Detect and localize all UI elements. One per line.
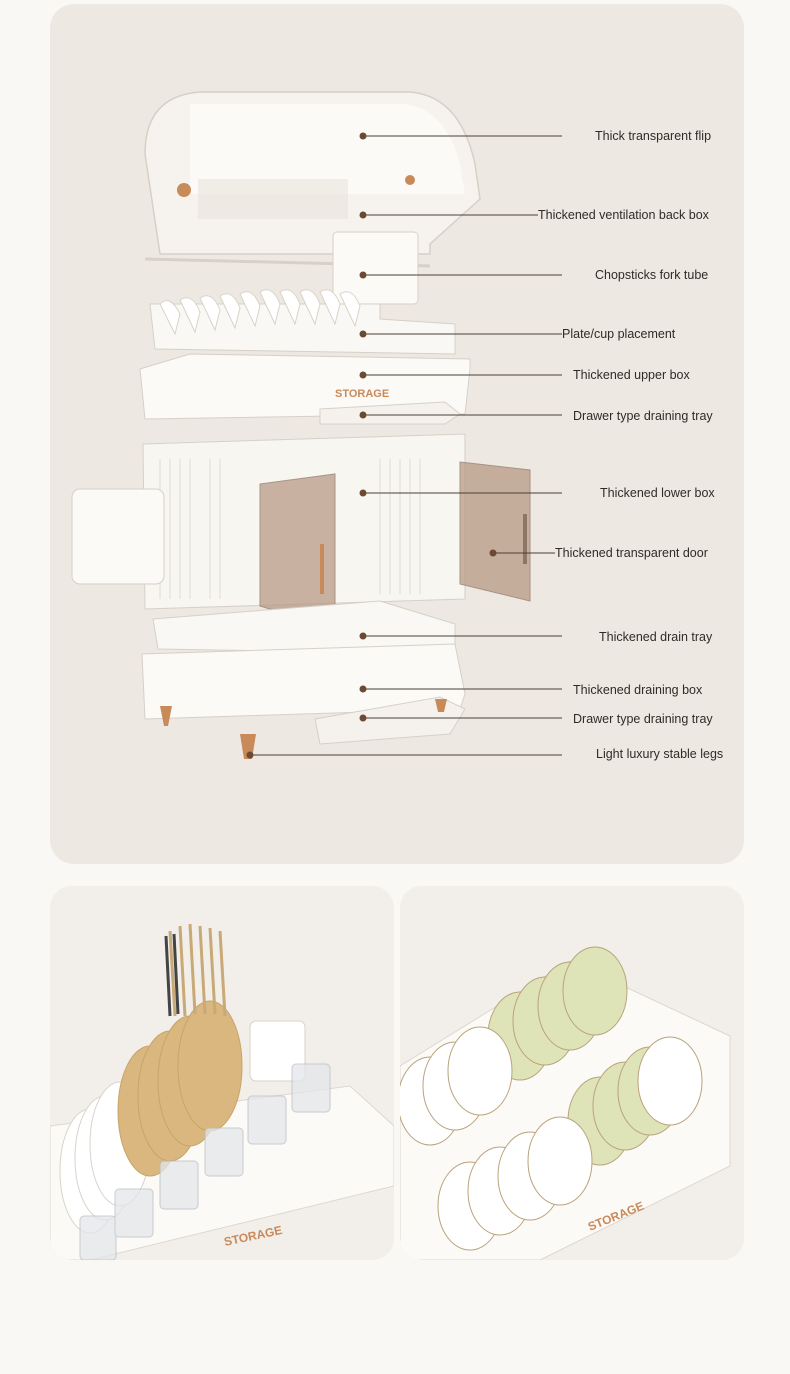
leader-dot bbox=[359, 371, 367, 379]
callout-label: Light luxury stable legs bbox=[596, 747, 724, 761]
leader-dot bbox=[489, 549, 497, 557]
draining-box bbox=[141, 643, 466, 720]
callout-label: Thickened transparent door bbox=[555, 546, 708, 560]
side-cup-holder bbox=[71, 488, 165, 585]
leader-dot bbox=[359, 330, 367, 338]
callout-label: Thickened ventilation back box bbox=[538, 208, 709, 222]
callout-label: Thick transparent flip bbox=[595, 129, 712, 143]
callout-label: Chopsticks fork tube bbox=[595, 268, 709, 282]
leader-dot bbox=[359, 271, 367, 279]
callout-label: Thickened drain tray bbox=[599, 630, 713, 644]
photo-bowls: STORAGE bbox=[400, 886, 744, 1260]
plate-rack bbox=[149, 289, 456, 355]
leader-dot bbox=[359, 211, 367, 219]
leader-dot bbox=[359, 632, 367, 640]
leader-dot bbox=[359, 489, 367, 497]
exploded-diagram-panel: STORAGE bbox=[50, 4, 744, 864]
upper-box: STORAGE bbox=[139, 353, 471, 420]
callout-label: Thickened lower box bbox=[600, 486, 715, 500]
callout-label: Plate/cup placement bbox=[562, 327, 676, 341]
upper-drawer-tray bbox=[319, 401, 461, 425]
callout-label: Drawer type draining tray bbox=[573, 712, 713, 726]
transparent-flip-lid bbox=[144, 91, 481, 268]
leg bbox=[160, 706, 172, 726]
leader-dot bbox=[359, 132, 367, 140]
lower-drawer-tray bbox=[314, 696, 466, 745]
callout-label: Drawer type draining tray bbox=[573, 409, 713, 423]
plates-glasses-illustration: STORAGE bbox=[50, 886, 394, 1260]
leader-dot bbox=[246, 751, 254, 759]
leader-dot bbox=[359, 714, 367, 722]
photo-plates-glasses: STORAGE bbox=[50, 886, 394, 1260]
right-transparent-door bbox=[459, 461, 531, 602]
callout-label: Thickened draining box bbox=[573, 683, 703, 697]
callout-label: Thickened upper box bbox=[573, 368, 690, 382]
leader-dot bbox=[359, 685, 367, 693]
bowls-illustration: STORAGE bbox=[400, 886, 744, 1260]
leg bbox=[435, 699, 447, 712]
leader-lines bbox=[246, 132, 562, 759]
leader-dot bbox=[359, 411, 367, 419]
exploded-product-illustration: STORAGE bbox=[71, 91, 562, 759]
brand-mark-upper: STORAGE bbox=[335, 388, 389, 400]
drain-tray bbox=[152, 600, 456, 655]
